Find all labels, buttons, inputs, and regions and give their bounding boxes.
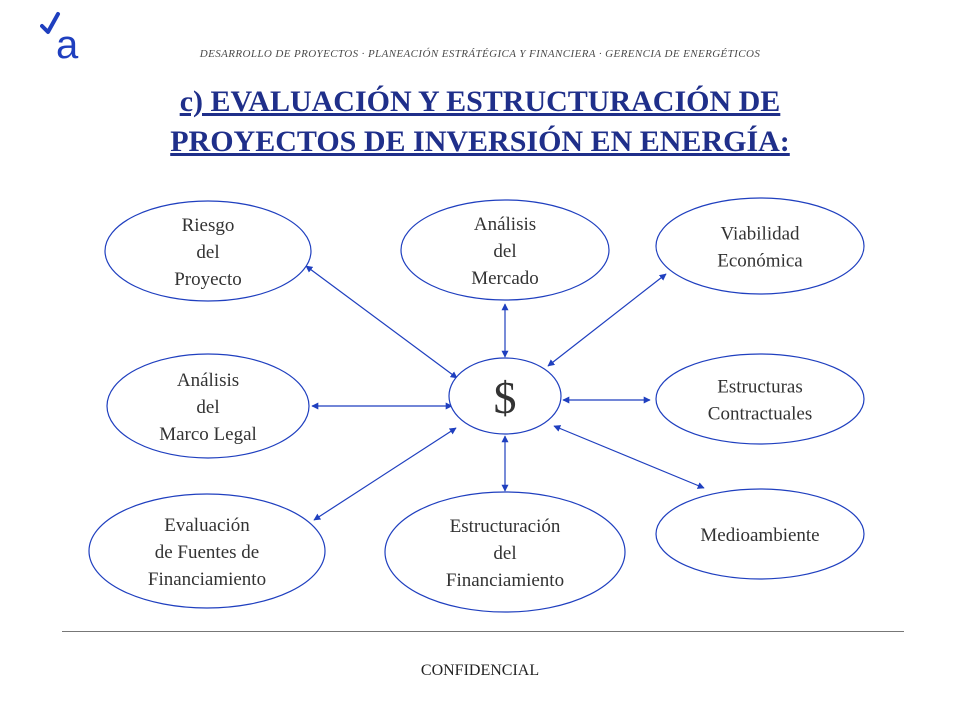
svg-text:a: a (56, 23, 79, 60)
connector-arrow-viabilidad (547, 273, 667, 367)
node-label-mercado-line-3: Mercado (471, 268, 539, 289)
page-title-line-2: PROYECTOS DE INVERSIÓN EN ENERGÍA: (170, 125, 790, 158)
footer-divider (62, 631, 904, 632)
node-ellipse-contractuales (655, 353, 865, 445)
node-ellipse-medioambiente (655, 488, 865, 580)
node-label-estructuracion-line-2: del (493, 543, 516, 564)
node-ellipse-viabilidad (655, 197, 865, 295)
node-ellipse-mercado (400, 199, 610, 301)
node-label-fuentes-line-1: Evaluación (164, 515, 250, 536)
node-fuentes: Evaluación de Fuentes de Financiamiento (88, 493, 326, 609)
connector-arrow-fuentes (313, 427, 457, 521)
node-label-riesgo-line-2: del (196, 242, 219, 263)
node-label-medioambiente-line-1: Medioambiente (700, 525, 819, 546)
node-ellipse-estructuracion (384, 491, 626, 613)
center-dollar-label: $ (494, 372, 517, 423)
node-label-marco-legal-line-3: Marco Legal (159, 424, 257, 445)
logo-icon: a (40, 12, 79, 60)
node-ellipse-riesgo (104, 200, 312, 302)
node-ellipse-marco-legal (106, 353, 310, 459)
page-title: c) EVALUACIÓN Y ESTRUCTURACIÓN DE PROYEC… (60, 82, 900, 162)
node-ellipse-fuentes (88, 493, 326, 609)
node-label-estructuracion-line-3: Financiamiento (446, 570, 564, 591)
node-label-contractuales-line-1: Estructuras (717, 377, 802, 398)
company-tagline: DESARROLLO DE PROYECTOS · PLANEACIÓN EST… (199, 48, 761, 60)
node-label-mercado-line-2: del (493, 241, 516, 262)
node-label-viabilidad-line-1: Viabilidad (720, 224, 800, 245)
connector-arrow-medioambiente (553, 425, 705, 489)
node-label-contractuales-line-2: Contractuales (708, 404, 812, 425)
page-title-line-1: c) EVALUACIÓN Y ESTRUCTURACIÓN DE (179, 85, 781, 118)
node-label-fuentes-line-3: Financiamiento (148, 569, 266, 590)
node-medioambiente: Medioambiente (655, 488, 865, 580)
node-label-fuentes-line-2: de Fuentes de (155, 542, 259, 563)
node-label-viabilidad-line-2: Económica (717, 251, 803, 272)
node-label-mercado-line-1: Análisis (474, 214, 536, 235)
node-label-estructuracion-line-1: Estructuración (450, 516, 561, 537)
node-label-riesgo-line-3: Proyecto (174, 269, 242, 290)
node-label-marco-legal-line-2: del (196, 397, 219, 418)
center-node-money: $ (448, 357, 562, 435)
node-label-riesgo-line-1: Riesgo (182, 215, 235, 236)
node-label-marco-legal-line-1: Análisis (177, 370, 239, 391)
connector-arrow-riesgo (305, 265, 458, 379)
confidential-label: CONFIDENCIAL (420, 662, 540, 679)
